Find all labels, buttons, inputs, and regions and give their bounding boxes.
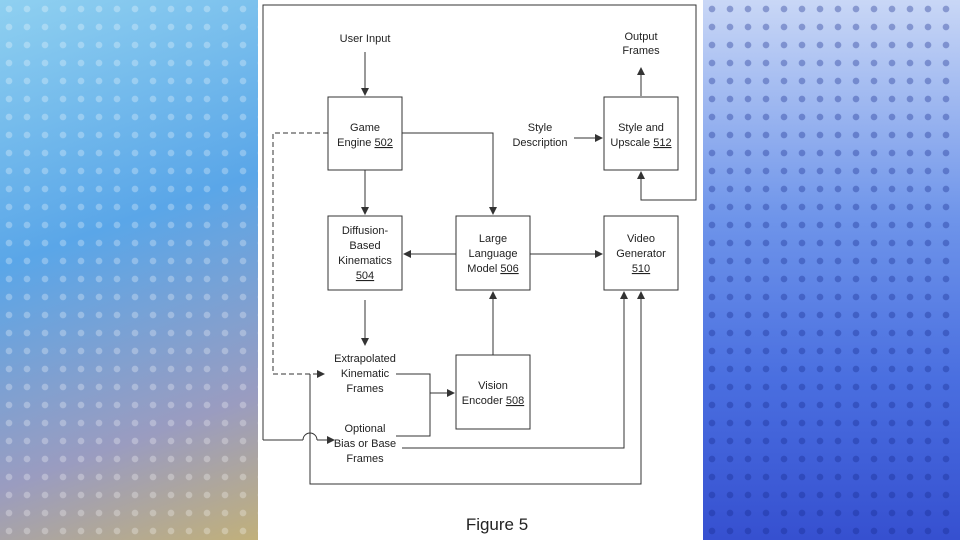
user-input-label: User Input: [340, 33, 391, 45]
llm-node: Large Language Model 506: [455, 215, 531, 291]
video-generator-ref: 510: [632, 263, 650, 275]
game-engine-node: Game Engine 502: [327, 96, 403, 171]
video-generator-line-1: Video: [627, 233, 655, 245]
background-left: [0, 0, 258, 540]
llm-line-2: Language: [469, 248, 518, 260]
style-description-line-2: Description: [512, 137, 567, 149]
extrapolated-line-2: Kinematic: [341, 368, 390, 380]
bracket-inputs: [396, 373, 431, 437]
background-right: [703, 0, 960, 540]
style-upscale-line-2: Upscale 512: [610, 137, 671, 149]
optional-bias-line-2: Bias or Base: [334, 438, 396, 450]
extrapolated-line-1: Extrapolated: [334, 353, 396, 365]
diffusion-line-2: Based: [349, 240, 380, 252]
style-upscale-node: Style and Upscale 512: [603, 96, 679, 171]
video-generator-node: Video Generator 510: [603, 215, 679, 291]
diffusion-line-3: Kinematics: [338, 255, 392, 267]
diffusion-ref: 504: [356, 270, 374, 282]
dashed-engine-to-extrapolated: [272, 132, 328, 375]
output-frames-label-2: Frames: [622, 45, 660, 57]
arrow-bias-to-video: [402, 291, 628, 449]
optional-bias-line-3: Frames: [346, 453, 384, 465]
vision-encoder-line-2: Encoder 508: [462, 395, 524, 407]
output-frames-label-1: Output: [624, 31, 657, 43]
arrow-engine-to-llm: [402, 132, 497, 215]
optional-bias-line-1: Optional: [345, 423, 386, 435]
style-description-line-1: Style: [528, 122, 552, 134]
game-engine-line-2: Engine 502: [337, 137, 393, 149]
diffusion-kinematics-node: Diffusion- Based Kinematics 504: [327, 215, 403, 291]
llm-line-3: Model 506: [467, 263, 518, 275]
arrow-loop-to-video: [309, 291, 645, 485]
vision-encoder-line-1: Vision: [478, 380, 508, 392]
vision-encoder-node: Vision Encoder 508: [455, 354, 531, 430]
figure-caption: Figure 5: [466, 515, 528, 534]
video-generator-line-2: Generator: [616, 248, 666, 260]
style-upscale-line-1: Style and: [618, 122, 664, 134]
game-engine-line-1: Game: [350, 122, 380, 134]
extrapolated-line-3: Frames: [346, 383, 384, 395]
diffusion-line-1: Diffusion-: [342, 225, 389, 237]
llm-line-1: Large: [479, 233, 507, 245]
